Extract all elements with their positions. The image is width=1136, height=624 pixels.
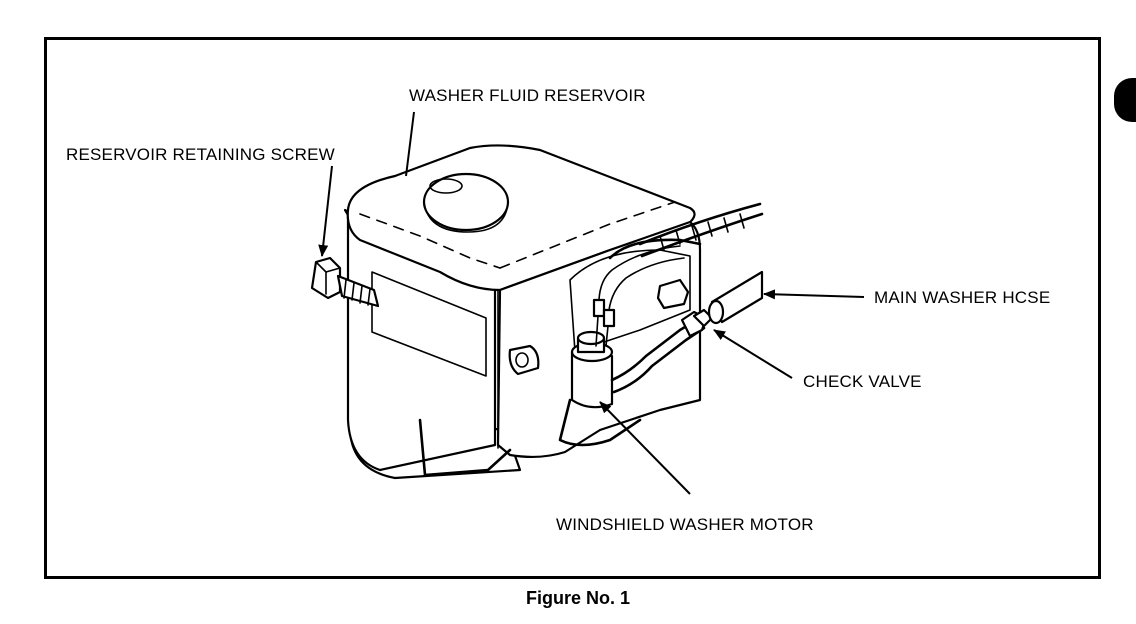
figure-frame: [44, 37, 1101, 579]
leader-check-valve: [713, 329, 793, 379]
label-reservoir-retaining-screw: RESERVOIR RETAINING SCREW: [66, 145, 335, 164]
washer-motor-assembly: [558, 202, 764, 447]
retaining-screw: [310, 256, 380, 308]
leader-main-washer-hose: [763, 289, 865, 300]
figure-caption: Figure No. 1: [525, 588, 630, 608]
leader-washer-fluid-reservoir: [405, 111, 415, 177]
leader-retaining-screw: [318, 165, 333, 257]
leader-windshield-washer-motor: [599, 401, 691, 495]
main-washer-hose: [707, 270, 764, 325]
check-valve: [680, 308, 714, 338]
label-windshield-washer-motor: WINDSHIELD WASHER MOTOR: [556, 515, 814, 534]
label-main-washer-hose: MAIN WASHER HCSE: [874, 288, 1050, 307]
label-check-valve: CHECK VALVE: [803, 372, 922, 391]
page-edge-tab: [1114, 78, 1136, 122]
reservoir-tank: [343, 144, 702, 480]
label-washer-fluid-reservoir: WASHER FLUID RESERVOIR: [409, 86, 646, 105]
